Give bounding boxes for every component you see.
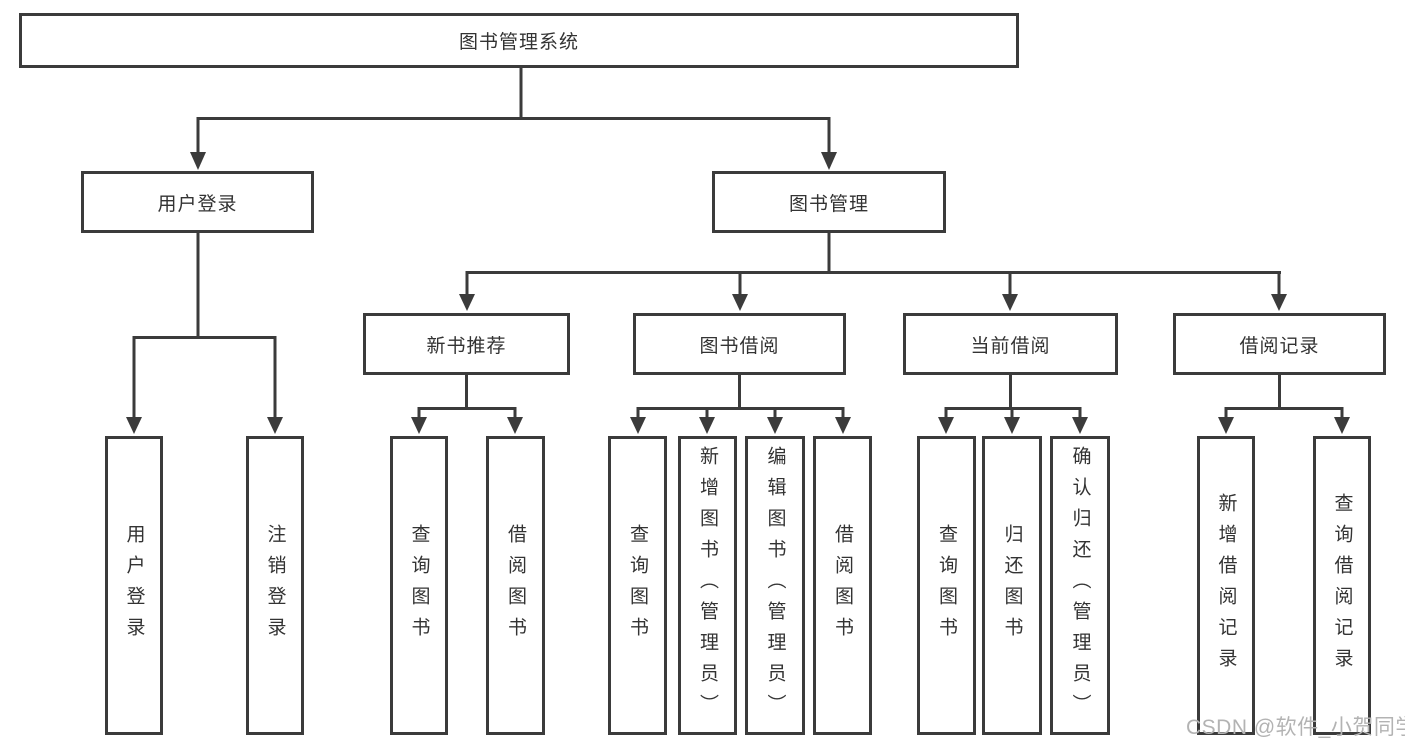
node-root-label: 图书管理系统 (458, 32, 579, 53)
node-leaf-query-book-a-label: 查询图书 (408, 523, 430, 648)
node-leaf-borrow-book-b-label: 借阅图书 (832, 523, 853, 648)
node-leaf-query-book-c: 查询图书 (917, 436, 976, 735)
node-leaf-logout-label: 注销登录 (264, 523, 286, 648)
node-leaf-return-book-label: 归还图书 (1001, 523, 1023, 648)
node-leaf-borrow-book-a: 借阅图书 (486, 436, 545, 735)
node-book-mgmt: 图书管理 (712, 171, 946, 233)
node-leaf-add-record: 新增借阅记录 (1197, 436, 1255, 735)
node-leaf-user-login-label: 用户登录 (123, 523, 145, 648)
node-user-login-label: 用户登录 (157, 193, 238, 215)
node-leaf-borrow-book-a-label: 借阅图书 (505, 523, 526, 648)
node-user-login: 用户登录 (81, 171, 314, 233)
node-new-books: 新书推荐 (363, 313, 570, 375)
node-leaf-query-record: 查询借阅记录 (1313, 436, 1371, 735)
node-leaf-add-book: 新增图书（管理员） (678, 436, 737, 735)
node-leaf-user-login: 用户登录 (105, 436, 163, 735)
node-book-mgmt-label: 图书管理 (788, 193, 869, 215)
node-leaf-query-book-a: 查询图书 (390, 436, 448, 735)
node-leaf-add-record-label: 新增借阅记录 (1215, 492, 1237, 679)
connector-root-to-level2 (190, 66, 837, 170)
node-root: 图书管理系统 (19, 13, 1019, 68)
node-leaf-edit-book: 编辑图书（管理员） (745, 436, 805, 735)
connector-borrow-records-branch (1218, 373, 1350, 434)
node-leaf-query-book-b-label: 查询图书 (627, 523, 648, 648)
node-leaf-borrow-book-b: 借阅图书 (813, 436, 872, 735)
node-leaf-return-book: 归还图书 (982, 436, 1042, 735)
node-leaf-confirm-return: 确认归还（管理员） (1050, 436, 1110, 735)
csdn-watermark: CSDN @软件_小贺同学 (1186, 716, 1405, 739)
node-leaf-edit-book-label: 编辑图书（管理员） (764, 446, 786, 725)
node-borrow-records-label: 借阅记录 (1239, 335, 1320, 357)
connector-new-books-branch (411, 373, 523, 434)
connector-user-login-branch (126, 231, 283, 434)
node-new-books-label: 新书推荐 (426, 335, 507, 357)
node-leaf-confirm-return-label: 确认归还（管理员） (1069, 446, 1091, 725)
connector-book-mgmt-branch (459, 231, 1287, 311)
node-leaf-query-book-b: 查询图书 (608, 436, 667, 735)
node-book-borrow-label: 图书借阅 (699, 335, 780, 357)
node-book-borrow: 图书借阅 (633, 313, 846, 375)
node-current-borrow-label: 当前借阅 (970, 335, 1051, 357)
node-leaf-add-book-label: 新增图书（管理员） (697, 446, 718, 725)
connector-book-borrow-branch (630, 373, 851, 434)
node-leaf-query-record-label: 查询借阅记录 (1331, 492, 1353, 679)
node-leaf-logout: 注销登录 (246, 436, 304, 735)
node-leaf-query-book-c-label: 查询图书 (936, 523, 957, 648)
node-borrow-records: 借阅记录 (1173, 313, 1386, 375)
connector-current-borrow-branch (938, 373, 1088, 434)
node-current-borrow: 当前借阅 (903, 313, 1118, 375)
